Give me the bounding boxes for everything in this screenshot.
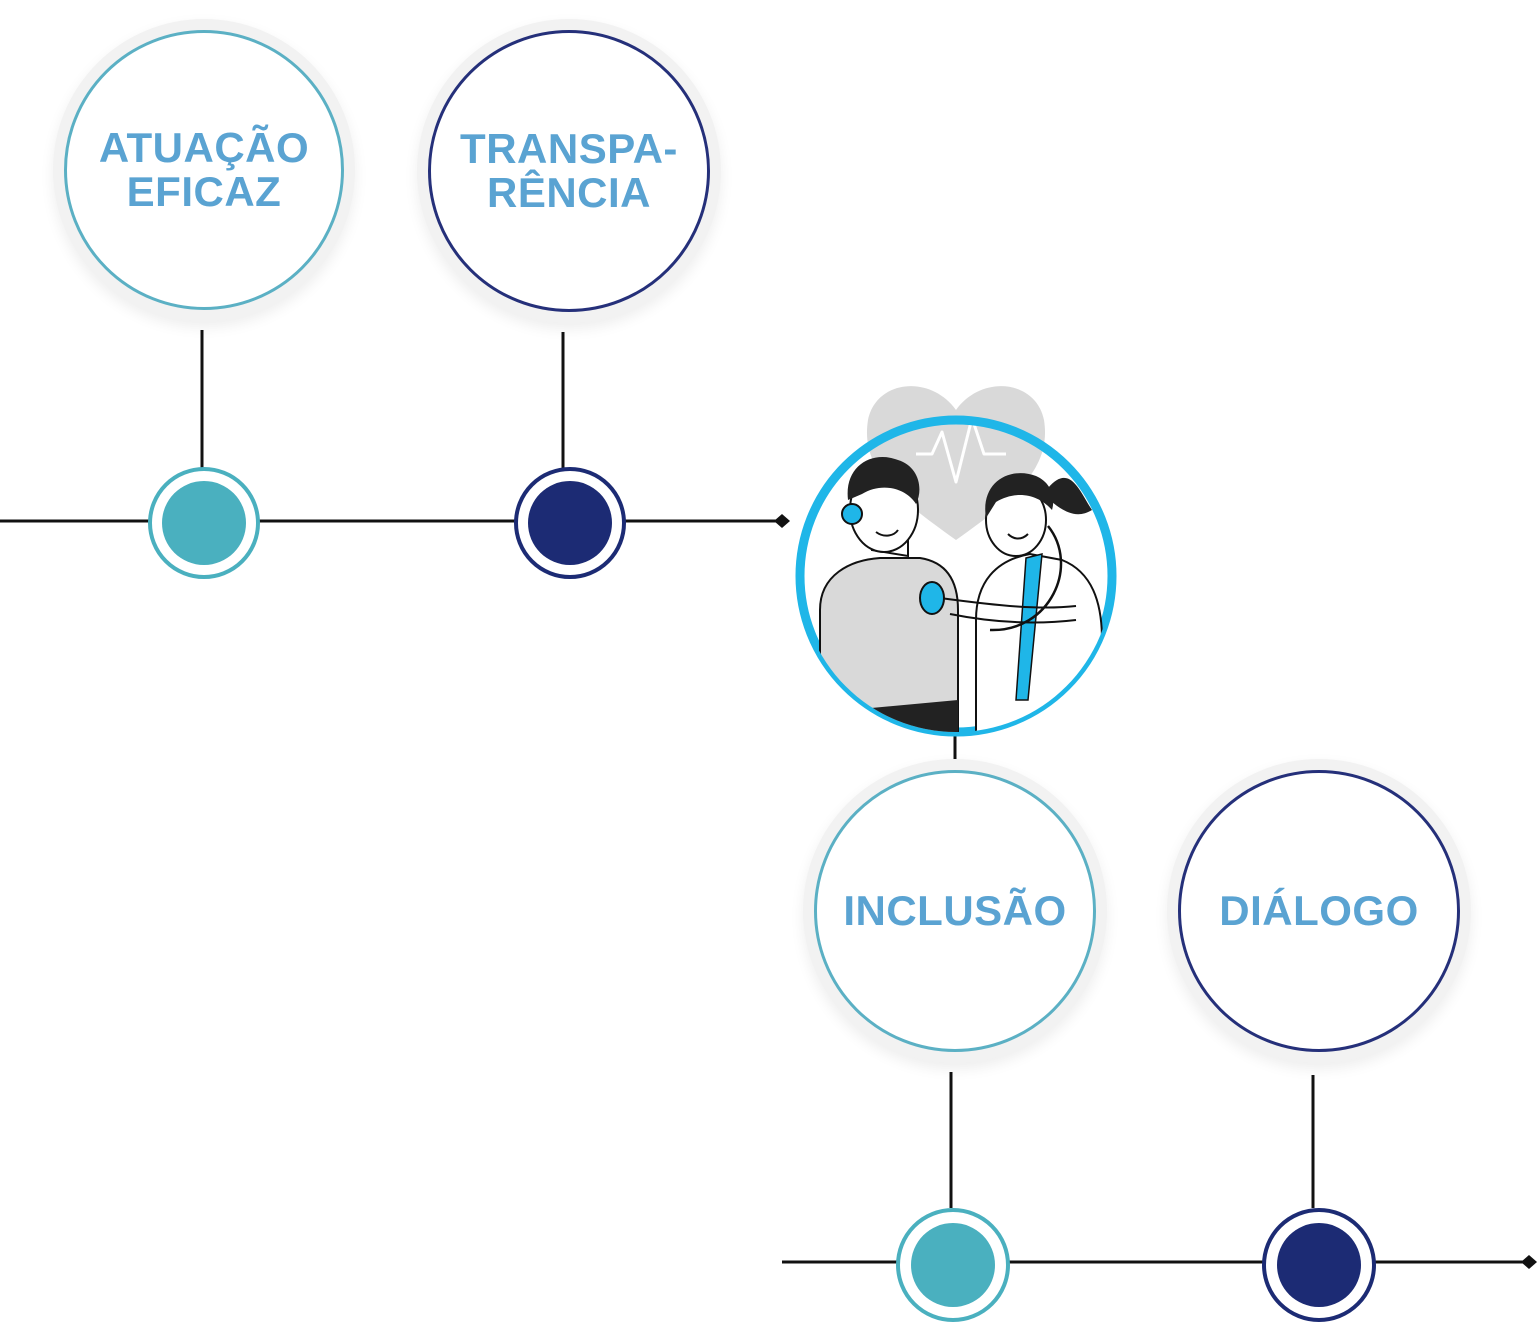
timeline-node-dialogo bbox=[1262, 1208, 1376, 1322]
node-dot bbox=[911, 1223, 995, 1307]
value-label-transparencia: TRANSPA- RÊNCIA bbox=[460, 127, 678, 215]
value-label-atuacao-eficaz: ATUAÇÃO EFICAZ bbox=[99, 126, 309, 214]
node-dot bbox=[162, 481, 246, 565]
node-dot bbox=[1277, 1223, 1361, 1307]
node-dot bbox=[528, 481, 612, 565]
doctor-patient-stethoscope-icon bbox=[795, 386, 1117, 737]
timeline-end-marker-top bbox=[774, 514, 790, 528]
timeline-node-inclusao bbox=[896, 1208, 1010, 1322]
value-label-line: DIÁLOGO bbox=[1219, 887, 1419, 934]
value-label-line: ATUAÇÃO bbox=[98, 124, 310, 171]
value-label-dialogo: DIÁLOGO bbox=[1219, 889, 1419, 933]
value-label-line: INCLUSÃO bbox=[843, 887, 1067, 934]
value-label-inclusao: INCLUSÃO bbox=[843, 889, 1066, 933]
value-label-line: TRANSPA- bbox=[460, 125, 678, 172]
timeline-end-marker-bottom bbox=[1521, 1255, 1537, 1269]
value-circle-inclusao: INCLUSÃO bbox=[814, 770, 1096, 1052]
value-circle-transparencia: TRANSPA- RÊNCIA bbox=[428, 30, 710, 312]
value-circle-atuacao-eficaz: ATUAÇÃO EFICAZ bbox=[64, 30, 344, 310]
timeline-node-atuacao-eficaz bbox=[148, 467, 260, 579]
value-label-line: EFICAZ bbox=[126, 168, 282, 215]
timeline-node-transparencia bbox=[514, 467, 626, 579]
value-label-line: RÊNCIA bbox=[486, 169, 651, 216]
value-circle-dialogo: DIÁLOGO bbox=[1178, 770, 1460, 1052]
